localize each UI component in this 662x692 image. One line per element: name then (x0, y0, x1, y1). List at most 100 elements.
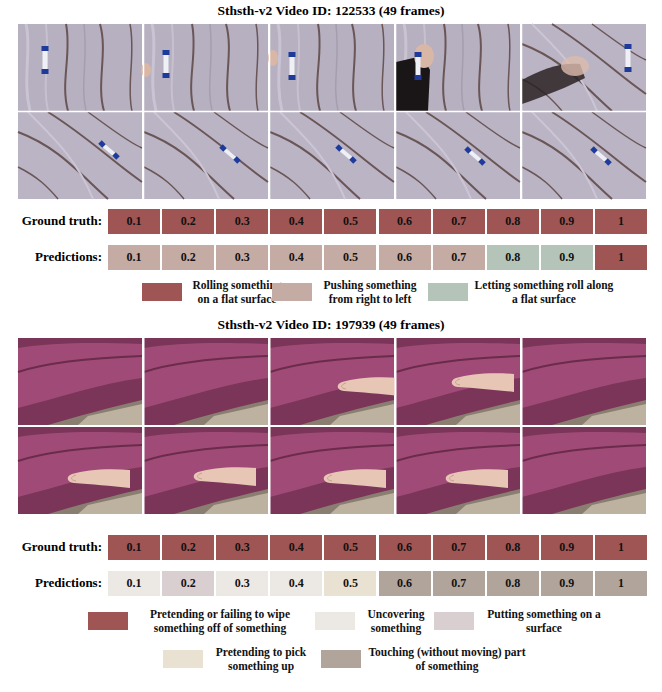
video-frame (144, 24, 268, 111)
cell-value: 0.6 (397, 576, 412, 591)
cell-value: 0.7 (451, 214, 466, 229)
legend-text: Pretending to pick something up (207, 645, 315, 673)
pen-object (466, 148, 484, 164)
video-frame (144, 112, 268, 199)
cell-value: 0.5 (343, 250, 358, 265)
timeline-cell: 0.8 (486, 208, 540, 235)
cell-value: 0.9 (559, 540, 574, 555)
timeline-cell: 0.6 (378, 570, 432, 597)
video-frame (396, 427, 520, 514)
cell-value: 0.1 (127, 214, 142, 229)
legend-swatch (434, 612, 474, 630)
cell-value: 0.4 (289, 214, 304, 229)
legend-text: Pretending or failing to wipe something … (132, 607, 308, 635)
pen-object (42, 46, 49, 74)
timeline-cell: 0.4 (269, 570, 323, 597)
cell-value: 0.2 (181, 250, 196, 265)
hand (446, 469, 508, 488)
frame-gap (18, 24, 646, 199)
legend-text: Pushing something from right to left (316, 278, 424, 306)
video-frame (18, 112, 142, 199)
cell-value: 0.1 (127, 540, 142, 555)
legend-swatch (163, 650, 203, 668)
timeline-cell: 0.9 (540, 570, 594, 597)
pen-object (163, 50, 170, 78)
timeline-cell: 0.3 (215, 534, 269, 561)
hand (452, 373, 514, 392)
timeline-cell: 0.6 (378, 244, 432, 271)
cell-value: 0.7 (451, 540, 466, 555)
figure-heading: Sthsth-v2 Video ID: 122533 (49 frames) (218, 3, 445, 19)
cell-value: 0.7 (451, 250, 466, 265)
video-frame (144, 338, 268, 425)
timeline-cell: 0.5 (323, 244, 377, 271)
pen-object (415, 52, 422, 80)
video-frame (396, 112, 520, 199)
timeline-cell: 1 (594, 244, 648, 271)
hand (561, 56, 589, 76)
cell-value: 0.9 (559, 214, 574, 229)
hand (194, 467, 256, 486)
cell-value: 0.3 (235, 250, 250, 265)
cell-value: 0.8 (505, 540, 520, 555)
frame-row (18, 24, 646, 111)
cell-value: 0.9 (559, 250, 574, 265)
timeline-cell: 0.4 (269, 208, 323, 235)
timeline-cell: 0.9 (540, 534, 594, 561)
cell-value: 0.1 (127, 576, 142, 591)
video-frame (270, 24, 394, 111)
cell-value: 0.9 (559, 576, 574, 591)
timeline-cell: 0.1 (107, 208, 161, 235)
pen-object (289, 52, 296, 80)
timeline-cell: 0.8 (486, 570, 540, 597)
video-frame (522, 338, 646, 425)
pen-object (100, 142, 118, 158)
timeline-cell: 0.5 (323, 570, 377, 597)
row-label: Predictions: (35, 575, 102, 591)
hand (141, 63, 151, 77)
cell-value: 0.3 (235, 540, 250, 555)
legend-swatch (142, 283, 182, 301)
legend-text: Putting something on a surface (478, 607, 610, 635)
timeline-cell: 0.1 (107, 570, 161, 597)
cell-value: 0.3 (235, 576, 250, 591)
legend-swatch (88, 612, 128, 630)
cell-value: 0.2 (181, 540, 196, 555)
row-label: Predictions: (35, 249, 102, 265)
cell-value: 0.7 (451, 576, 466, 591)
cell-value: 1 (618, 250, 624, 265)
cell-value: 0.4 (289, 576, 304, 591)
video-frame (522, 24, 646, 111)
frame-gap (18, 338, 646, 514)
timeline-cell: 0.2 (161, 534, 215, 561)
hand (338, 377, 400, 396)
cell-value: 0.5 (343, 576, 358, 591)
timeline-cell: 0.1 (107, 534, 161, 561)
cell-value: 1 (618, 214, 624, 229)
pen-object (625, 44, 632, 72)
cell-value: 0.6 (397, 250, 412, 265)
cell-value: 0.5 (343, 540, 358, 555)
video-frame (18, 338, 142, 425)
video-frame (270, 427, 394, 514)
cell-value: 0.8 (505, 214, 520, 229)
timeline-cell: 0.5 (323, 534, 377, 561)
cell-value: 0.5 (343, 214, 358, 229)
legend-text: Letting something roll along a flat surf… (472, 278, 616, 306)
pen-object (592, 148, 610, 164)
timeline-cell: 1 (594, 570, 648, 597)
legend-swatch (321, 650, 361, 668)
video-frame (522, 427, 646, 514)
cell-value: 0.2 (181, 214, 196, 229)
timeline-cell: 0.9 (540, 244, 594, 271)
hand (68, 469, 130, 488)
timeline-cell: 0.1 (107, 244, 161, 271)
timeline-cell: 0.4 (269, 534, 323, 561)
timeline-cell: 0.7 (432, 570, 486, 597)
legend-text: Uncovering something (359, 607, 433, 635)
row-label: Ground truth: (22, 539, 102, 555)
cell-value: 0.3 (235, 214, 250, 229)
timeline-cell: 0.4 (269, 244, 323, 271)
timeline-cell: 0.2 (161, 244, 215, 271)
